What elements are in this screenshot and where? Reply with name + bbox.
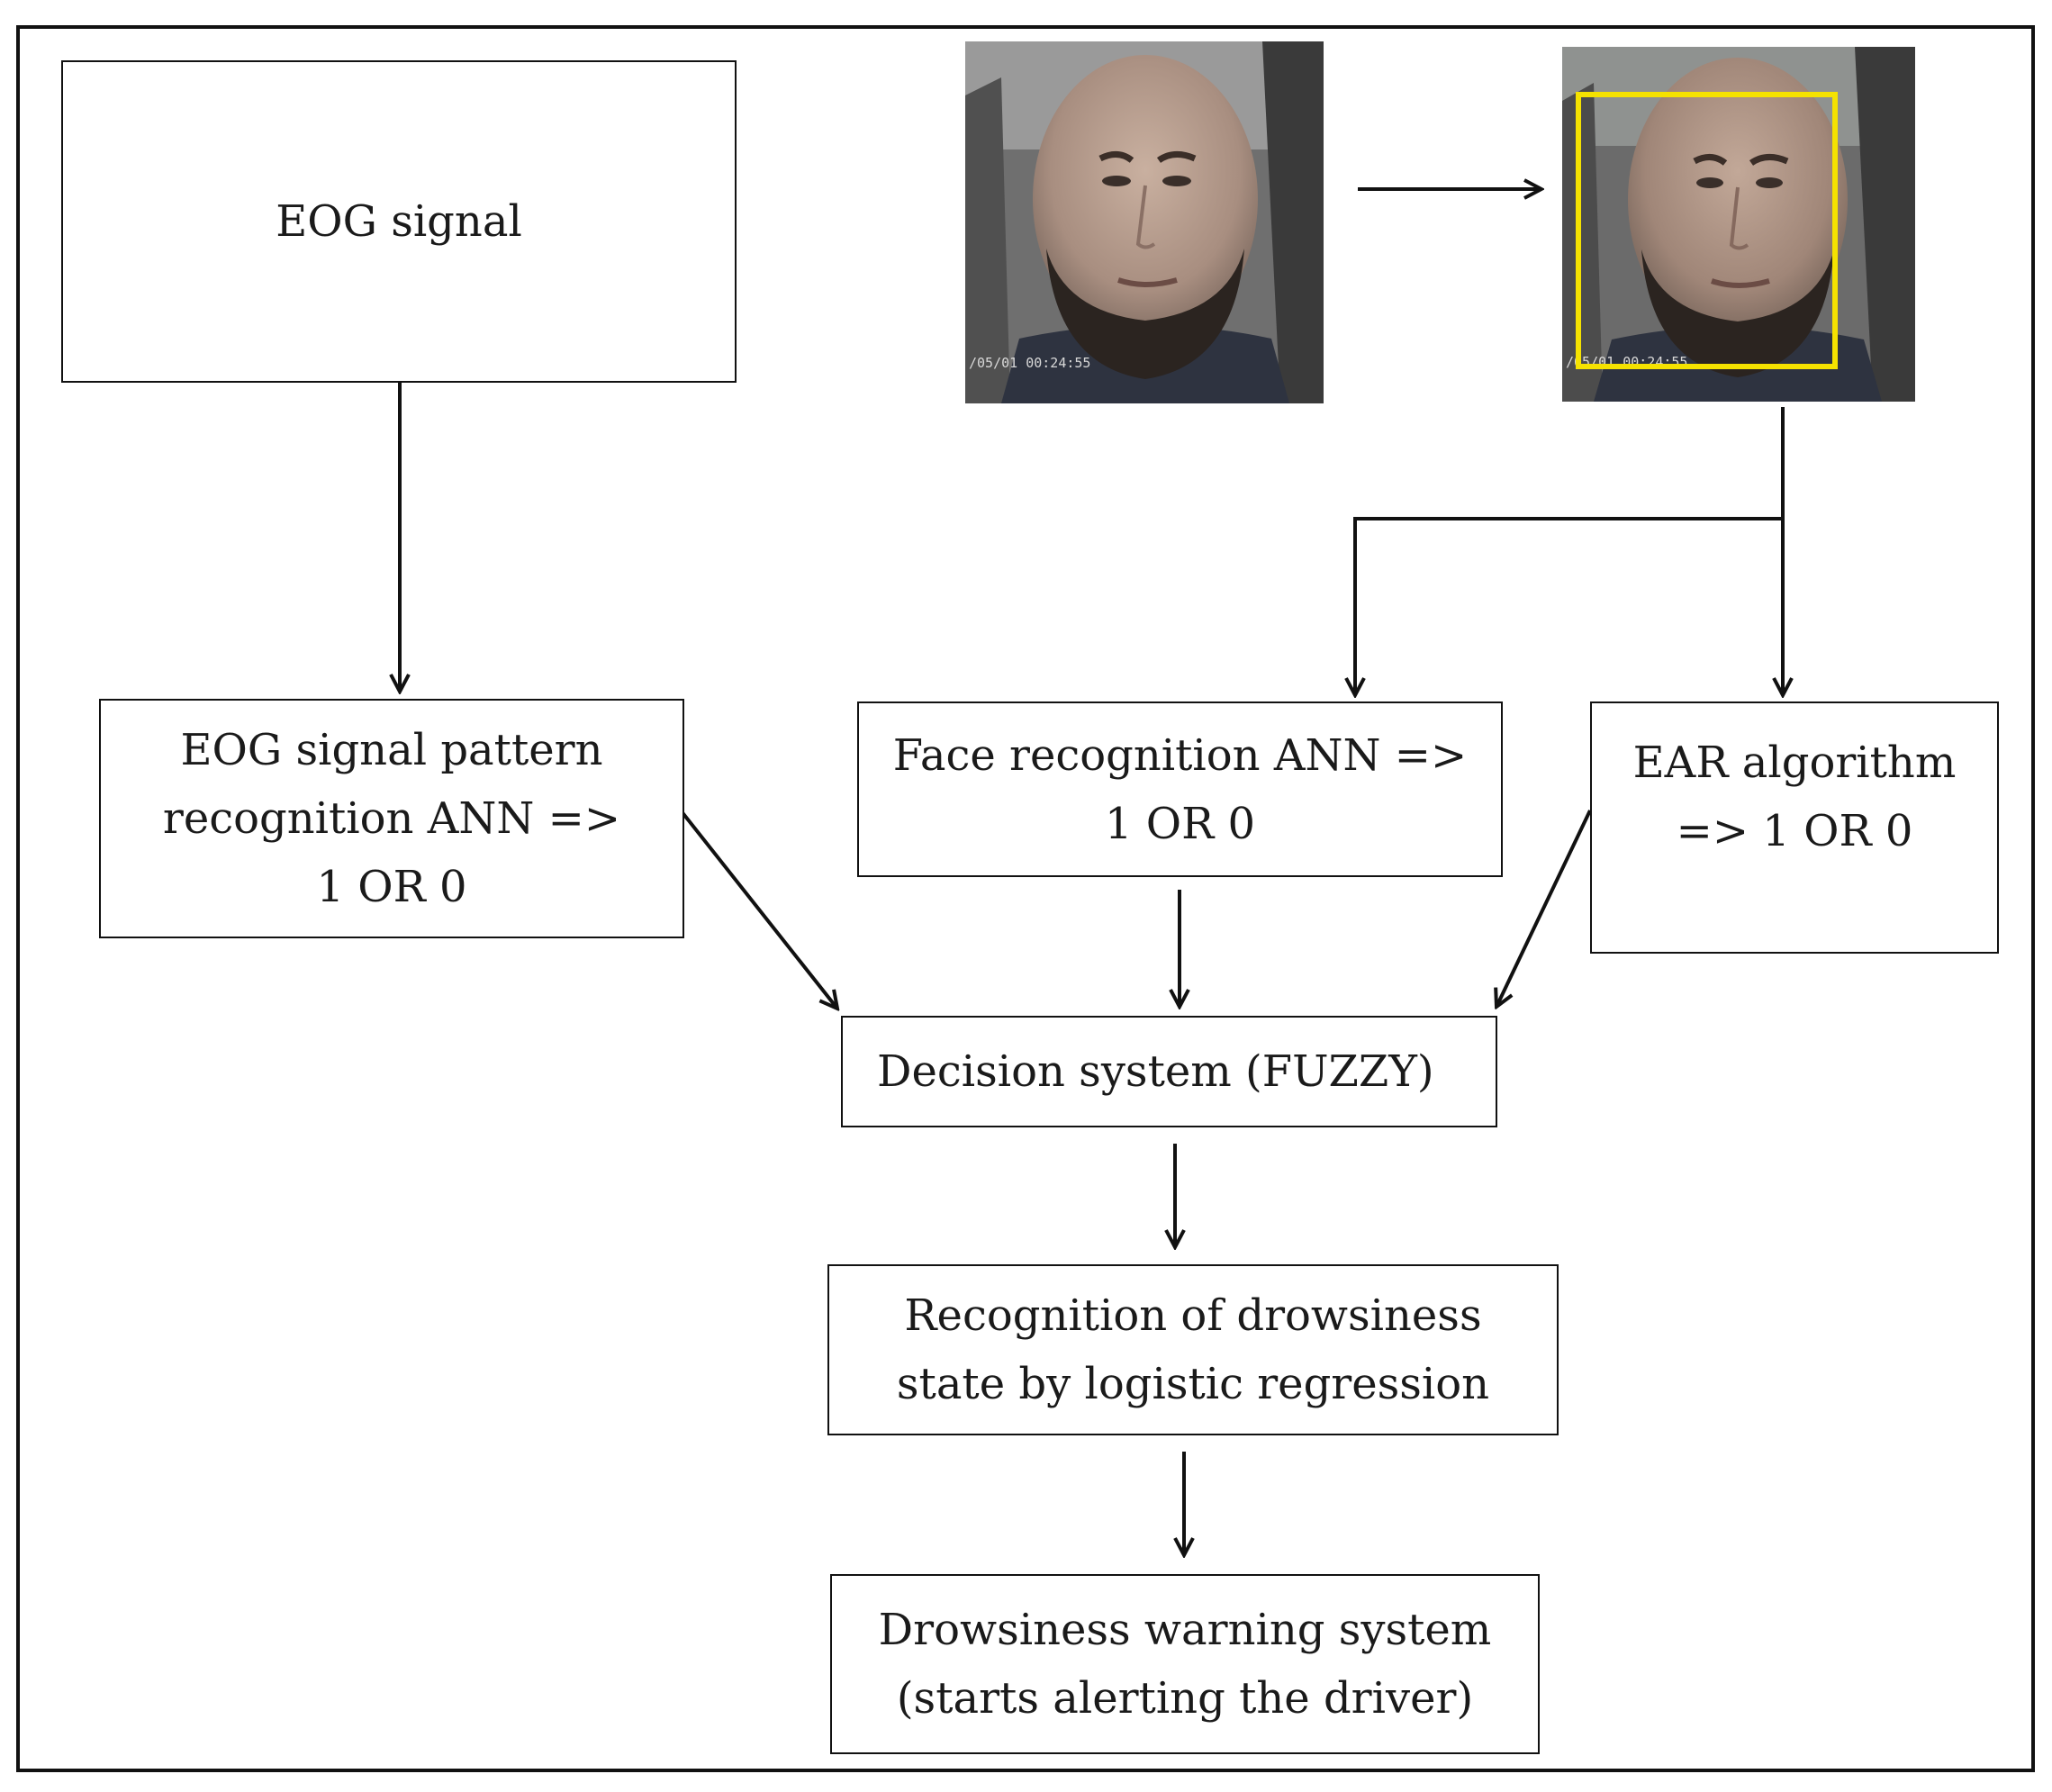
recognition-line-2: state by logistic regression <box>896 1359 1490 1409</box>
detected-face-frame: /05/01 00:24:55 <box>1562 47 1915 402</box>
warning-system-box: Drowsiness warning system (starts alerti… <box>830 1574 1540 1754</box>
face-detection-box <box>1576 92 1838 369</box>
ear-box: EAR algorithm => 1 OR 0 <box>1590 701 1999 954</box>
drowsiness-recognition-box: Recognition of drowsiness state by logis… <box>827 1264 1559 1435</box>
warning-line-1: Drowsiness warning system <box>878 1605 1492 1655</box>
eog-signal-box: EOG signal <box>61 60 737 383</box>
decision-label: Decision system (FUZZY) <box>877 1046 1434 1097</box>
eog-ann-line-3: 1 OR 0 <box>316 862 467 912</box>
decision-box: Decision system (FUZZY) <box>841 1016 1497 1127</box>
eog-ann-line-1: EOG signal pattern <box>180 725 603 775</box>
ear-line-2: => 1 OR 0 <box>1676 806 1913 856</box>
driver-face-image: /05/01 00:24:55 <box>965 41 1324 403</box>
face-ann-line-1: Face recognition ANN => <box>892 729 1468 781</box>
eog-ann-box: EOG signal pattern recognition ANN => 1 … <box>99 699 684 938</box>
ear-line-1: EAR algorithm <box>1632 738 1957 788</box>
eog-ann-line-2: recognition ANN => <box>162 793 621 844</box>
face-ann-box: Face recognition ANN => 1 OR 0 <box>857 701 1503 877</box>
face-ann-line-2: 1 OR 0 <box>1104 798 1256 849</box>
diagram-frame <box>16 25 2035 1772</box>
raw-frame-timestamp: /05/01 00:24:55 <box>969 355 1090 371</box>
warning-line-2: (starts alerting the driver) <box>896 1673 1474 1724</box>
driver-camera-frame: /05/01 00:24:55 <box>965 41 1324 403</box>
detected-face-image: /05/01 00:24:55 <box>1562 47 1915 402</box>
recognition-line-1: Recognition of drowsiness <box>904 1290 1482 1341</box>
eog-signal-label: EOG signal <box>276 196 522 247</box>
